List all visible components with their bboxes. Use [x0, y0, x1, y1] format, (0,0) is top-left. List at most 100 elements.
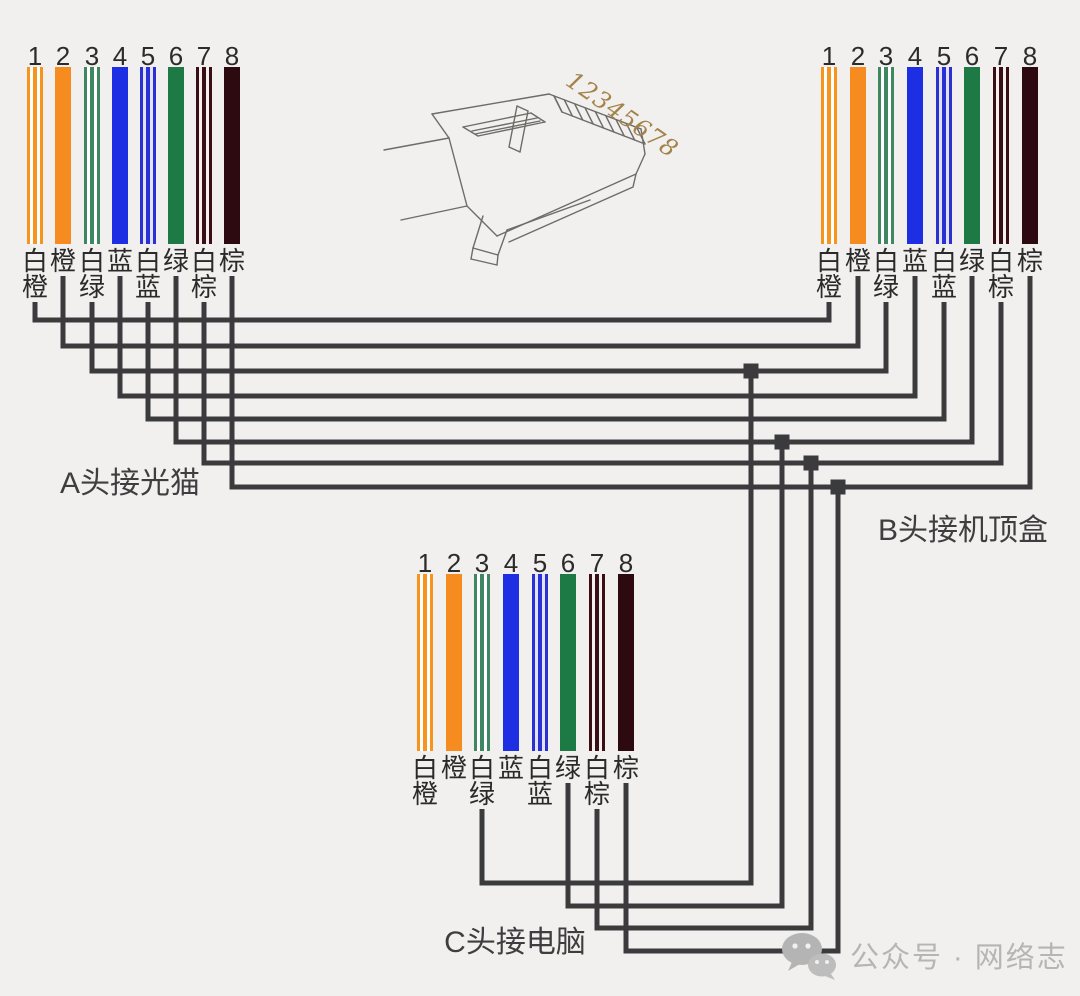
sketch-line [431, 93, 550, 115]
pin-bar-a-7 [196, 67, 212, 244]
pin-number-b-4: 4 [907, 41, 923, 71]
sketch-line [516, 105, 529, 112]
pin-label-c-4: 蓝 [497, 753, 524, 783]
pin-bar-c-3 [474, 574, 490, 751]
pin-number-b-5: 5 [936, 41, 952, 71]
pin-bar-b-7 [993, 67, 1009, 244]
sketch-line [506, 199, 591, 231]
pin-bar-a-8 [224, 67, 240, 244]
junction-dot-wire-8 [830, 479, 846, 495]
pin-bar-a-4 [112, 67, 128, 244]
pin-bar-b-4 [907, 67, 923, 244]
sketch-line [584, 107, 594, 125]
pin-bar-b-1 [821, 67, 837, 244]
caption-c-computer: C头接电脑 [444, 926, 586, 959]
pin-label-a-2: 橙 [49, 246, 76, 276]
wire-a4-b4 [117, 276, 918, 399]
pin-label-c-2: 橙 [440, 753, 467, 783]
watermark-text: 公众号 · 网络志 [850, 942, 1068, 974]
sketch-line [632, 173, 637, 188]
sketch-line [563, 99, 574, 117]
sketch-line [472, 247, 499, 256]
sketch-line [471, 117, 538, 132]
sketch-line [625, 123, 636, 141]
wire-c8-tap [623, 487, 841, 954]
pin-bar-b-8 [1022, 67, 1038, 244]
wire-c6-tap [565, 442, 785, 909]
pin-number-b-2: 2 [850, 41, 866, 71]
wire-a2-b2 [60, 276, 861, 349]
pin-number-c-6: 6 [560, 548, 576, 578]
pin-bar-c-6 [560, 574, 576, 751]
pin-number-a-2: 2 [55, 41, 71, 71]
sketch-line [477, 121, 546, 137]
pin-number-c-1: 1 [417, 548, 433, 578]
wire-a8-b8 [229, 276, 1033, 490]
pin-label-b-3: 白 绿 [872, 246, 899, 302]
sketch-line [636, 127, 646, 145]
pin-label-a-5: 白 蓝 [134, 246, 161, 302]
junction-dot-wire-6 [774, 434, 790, 450]
pin-label-c-7: 白 棕 [583, 753, 610, 809]
wechat-icon [782, 933, 836, 980]
caption-a-modem: A头接光猫 [59, 467, 200, 500]
pin-number-a-6: 6 [168, 41, 184, 71]
sketch-line [431, 113, 450, 139]
sketch-line [470, 258, 498, 266]
pin-number-a-5: 5 [140, 41, 156, 71]
pin-label-a-6: 绿 [162, 246, 189, 276]
sketch-line [530, 112, 546, 123]
sketch-line [508, 105, 518, 148]
wire-a6-b6 [173, 276, 975, 445]
sketch-line [462, 126, 479, 137]
pin-number-c-8: 8 [618, 548, 634, 578]
pin-bar-c-8 [618, 574, 634, 751]
sketch-line [508, 146, 521, 153]
pin-bar-c-7 [589, 574, 605, 751]
pin-number-b-6: 6 [964, 41, 980, 71]
pin-bar-a-3 [84, 67, 100, 244]
pin-number-a-1: 1 [27, 41, 43, 71]
pin-label-b-8: 棕 [1016, 246, 1043, 276]
wire-a7-b7 [201, 302, 1004, 466]
pin-bar-a-2 [55, 67, 71, 244]
sketch-line [635, 153, 646, 175]
pin-bar-b-6 [964, 67, 980, 244]
sketch-line [400, 205, 468, 221]
pin-bar-b-3 [878, 67, 894, 244]
pin-label-b-2: 橙 [844, 246, 871, 276]
pin-label-b-6: 绿 [958, 246, 985, 276]
pin-bar-a-1 [27, 67, 43, 244]
sketch-line [519, 110, 529, 153]
sketch-line [574, 103, 584, 121]
pin-number-b-8: 8 [1022, 41, 1038, 71]
pin-number-c-4: 4 [503, 548, 519, 578]
sketch-line [472, 215, 484, 249]
pin-number-a-3: 3 [84, 41, 100, 71]
wire-c7-tap [594, 463, 814, 931]
pin-bar-b-2 [850, 67, 866, 244]
pin-number-a-8: 8 [224, 41, 240, 71]
sketch-line [508, 186, 634, 243]
sketch-line [615, 119, 625, 137]
pin-number-a-4: 4 [112, 41, 128, 71]
pin-label-b-1: 白 橙 [815, 246, 842, 302]
pin-label-c-6: 绿 [554, 753, 581, 783]
wire-a3-b3 [89, 302, 889, 374]
pin-label-a-8: 棕 [218, 246, 245, 276]
pin-bar-c-2 [446, 574, 462, 751]
wire-c3-tap [479, 371, 754, 886]
sketch-line [496, 254, 499, 266]
pin-label-a-7: 白 棕 [190, 246, 217, 302]
pin-bar-a-6 [168, 67, 184, 244]
sketch-line [497, 229, 508, 256]
wire-a5-b5 [145, 302, 947, 422]
sketch-line [474, 120, 541, 135]
pin-bar-c-4 [503, 574, 519, 751]
sketch-line [470, 247, 474, 260]
pin-label-c-5: 白 蓝 [526, 753, 553, 809]
pin-number-b-1: 1 [821, 41, 837, 71]
sketch-line [383, 137, 450, 151]
